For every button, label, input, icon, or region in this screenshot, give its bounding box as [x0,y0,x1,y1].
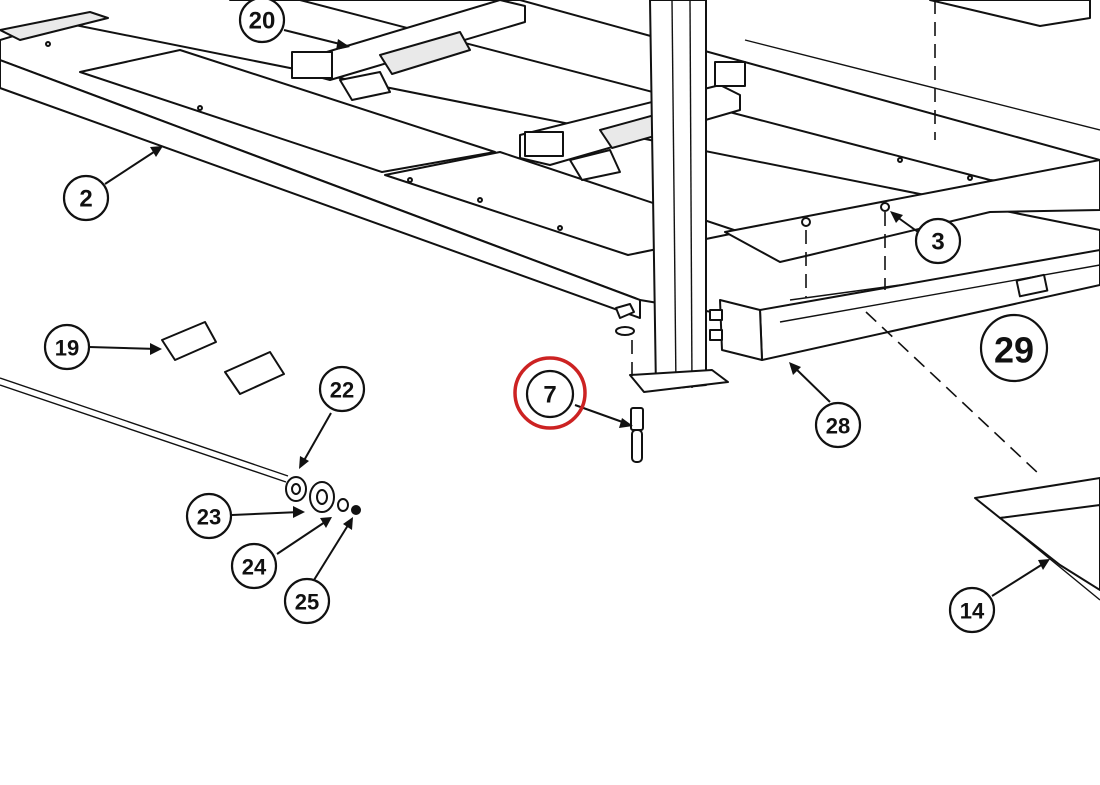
callout-2: 2 [62,174,110,222]
part-7-bolt-assembly [615,303,644,463]
callout-19-label: 19 [55,336,79,361]
callout-14: 14 [948,586,996,634]
callout-7-label: 7 [543,382,556,409]
callout-23: 23 [185,492,233,540]
leader-lines [88,29,1050,597]
callout-24: 24 [230,542,278,590]
callout-7: 7 [513,356,587,430]
callout-7-highlight-ring [513,356,587,430]
part-19-clips [161,321,285,395]
callout-28-label: 28 [826,414,850,439]
callout-29: 29 [979,313,1049,383]
callout-23-label: 23 [197,505,221,530]
callout-20: 20 [238,0,286,44]
callout-19: 19 [43,323,91,371]
cable-pulley-assembly [0,377,361,515]
part-14-ramp [974,477,1100,601]
callout-2-label: 2 [79,186,92,213]
callout-14-label: 14 [960,599,985,624]
callout-28: 28 [814,401,862,449]
callout-22-label: 22 [330,378,354,403]
callout-24-label: 24 [242,555,267,580]
callout-25: 25 [283,577,331,625]
lift-post [629,0,729,393]
callout-20-label: 20 [249,8,276,35]
callout-3: 3 [914,217,962,265]
callout-22: 22 [318,365,366,413]
callout-25-label: 25 [295,590,319,615]
callout-29-label: 29 [994,330,1034,371]
callout-3-label: 3 [931,229,944,256]
